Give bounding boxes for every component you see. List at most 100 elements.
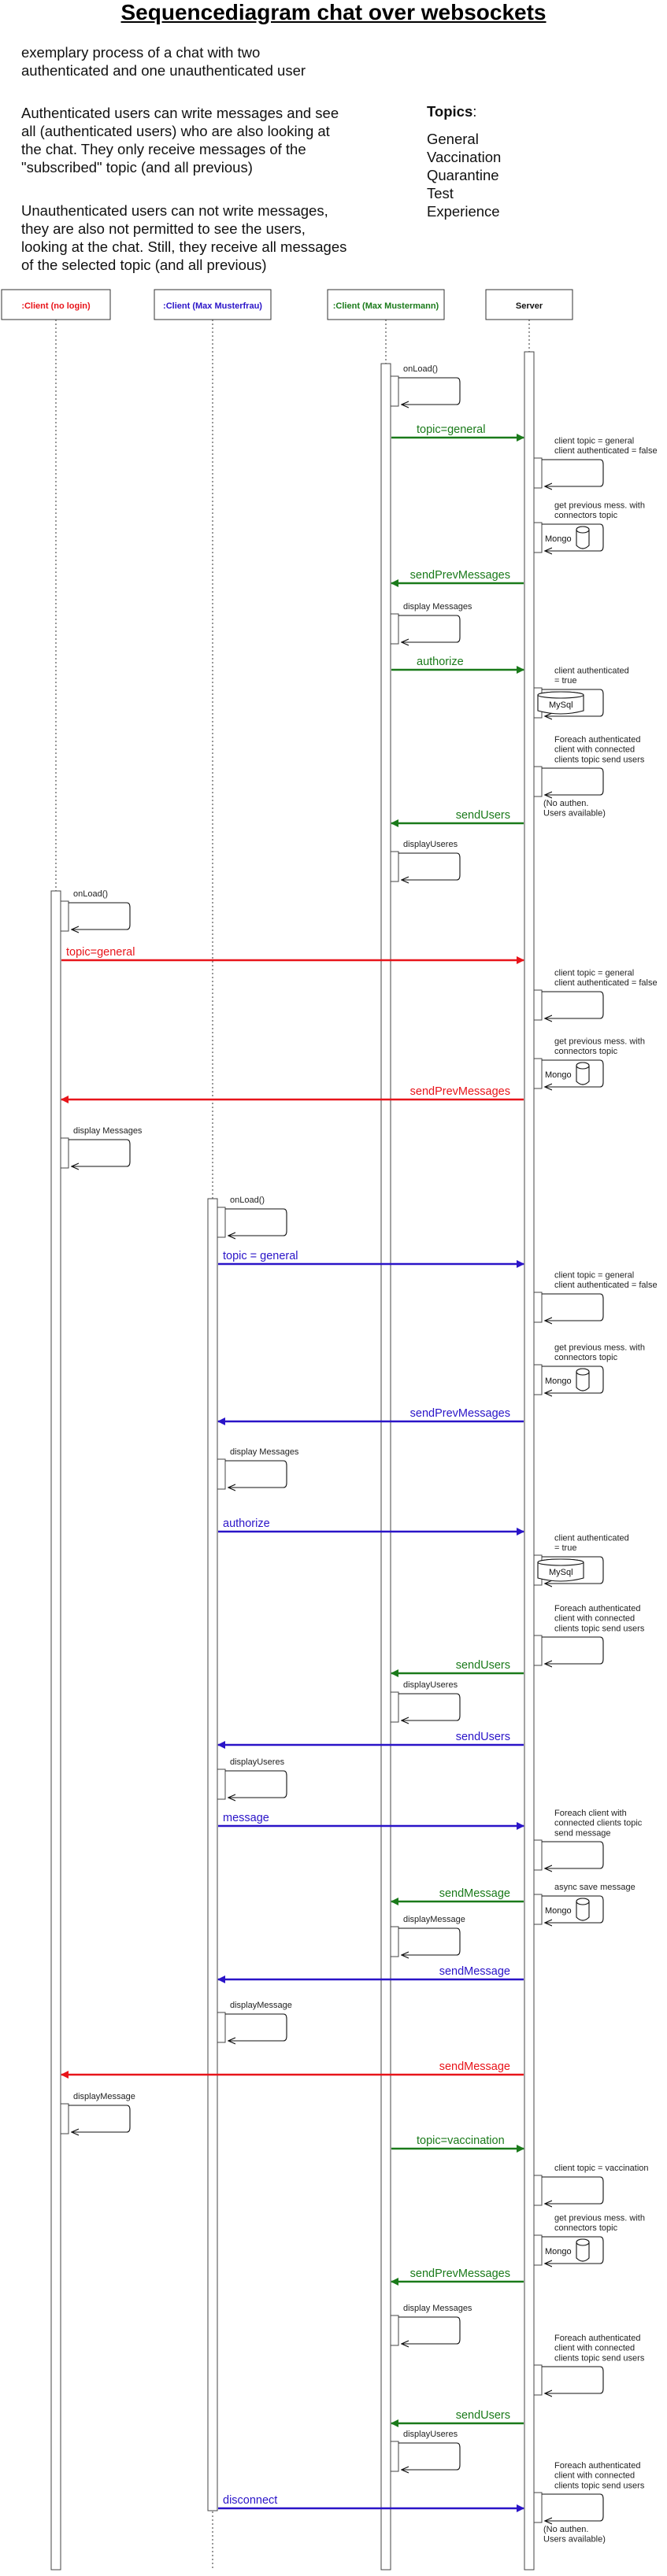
intro-paragraph-2: Authenticated users can write messages a… <box>21 105 339 176</box>
self-activation <box>390 375 399 407</box>
self-activation <box>217 1207 226 1238</box>
self-call-label: display Messages <box>230 1447 299 1457</box>
message-label: sendUsers <box>456 1731 510 1743</box>
db-label: Mongo <box>545 1070 572 1080</box>
self-call-arrow <box>542 1841 604 1868</box>
self-call-arrow <box>69 2105 131 2132</box>
self-activation <box>60 2103 69 2134</box>
activation-bar <box>207 1198 218 2511</box>
self-call-label: display Messages <box>403 2304 472 2313</box>
db-label: MySql <box>549 1568 573 1577</box>
self-activation <box>390 1691 399 1723</box>
self-call-arrow <box>225 1460 287 1488</box>
db-label: Mongo <box>545 1906 572 1916</box>
self-call-arrow <box>542 1636 604 1664</box>
participant-label: Server <box>516 301 543 311</box>
self-activation <box>390 613 399 645</box>
self-call-label: client topic = vaccination <box>554 2164 649 2173</box>
participant-box <box>1 289 111 320</box>
self-activation <box>533 1058 543 1089</box>
self-call-label: client authenticated= true <box>554 667 629 686</box>
self-call-label: displayUseres <box>403 840 458 849</box>
database-icon <box>576 1902 590 1921</box>
database-icon <box>576 1066 590 1085</box>
self-call-label: displayUseres <box>230 1757 285 1767</box>
topic-item: Experience <box>427 203 500 220</box>
self-call-label: displayUseres <box>403 2430 458 2439</box>
message-label: topic=general <box>66 946 135 959</box>
topic-item: Test <box>427 185 454 201</box>
self-call-arrow <box>398 2316 461 2344</box>
self-call-arrow <box>398 1927 461 1955</box>
self-call-label: onLoad() <box>230 1196 265 1205</box>
activation-bar <box>380 363 391 2570</box>
self-call-label: onLoad() <box>73 889 108 899</box>
db-label: Mongo <box>545 2247 572 2256</box>
self-call-arrow <box>225 1208 287 1236</box>
database-icon <box>537 1562 584 1582</box>
participant-label: :Client (Max Mustermann) <box>333 301 439 311</box>
message-label: sendPrevMessages <box>410 569 510 582</box>
database-icon <box>537 695 584 715</box>
topic-item: Quarantine <box>427 167 499 183</box>
self-activation <box>533 766 543 797</box>
intro-paragraph-1: exemplary process of a chat with two aut… <box>21 44 306 79</box>
self-call-label: displayMessage <box>73 2092 135 2101</box>
self-activation <box>390 2441 399 2472</box>
intro-paragraph-3: Unauthenticated users can not write mess… <box>21 202 347 273</box>
self-activation <box>217 1768 226 1800</box>
participant-box <box>327 289 445 320</box>
self-activation <box>533 2175 543 2206</box>
self-activation <box>390 2315 399 2346</box>
self-activation <box>533 1894 543 1925</box>
database-icon <box>576 530 590 549</box>
self-call-arrow <box>542 2493 604 2521</box>
self-activation <box>60 1137 69 1169</box>
self-call-arrow <box>398 2442 461 2470</box>
participant-box <box>154 289 272 320</box>
self-activation <box>533 457 543 489</box>
self-call-arrow <box>542 2236 604 2264</box>
self-call-arrow <box>542 2176 604 2204</box>
database-icon <box>576 526 590 534</box>
message-label: authorize <box>223 1517 270 1530</box>
activation-bar <box>50 890 61 2570</box>
self-call-arrow <box>542 767 604 795</box>
message-label: sendUsers <box>456 809 510 822</box>
self-activation <box>533 2234 543 2266</box>
participant-label: :Client (no login) <box>21 301 91 311</box>
self-call-label: client authenticated= true <box>554 1534 629 1554</box>
self-call-arrow <box>542 459 604 486</box>
db-label: MySql <box>549 700 573 710</box>
self-call-label: display Messages <box>403 602 472 612</box>
self-call-arrow <box>542 991 604 1018</box>
self-activation <box>533 2492 543 2523</box>
self-call-arrow <box>542 523 604 551</box>
message-label: authorize <box>417 656 464 668</box>
message-label: message <box>223 1812 269 1824</box>
self-activation <box>533 1635 543 1666</box>
activation-bar <box>524 351 535 2570</box>
self-call-arrow <box>398 615 461 642</box>
self-activation <box>390 851 399 882</box>
message-label: topic=general <box>417 423 485 436</box>
database-icon <box>576 1372 590 1391</box>
self-call-arrow <box>398 377 461 405</box>
self-call-label: onLoad() <box>403 364 438 374</box>
topic-item: General <box>427 131 479 147</box>
message-label: sendMessage <box>439 1965 510 1978</box>
self-call-arrow <box>398 852 461 880</box>
self-call-arrow <box>225 2013 287 2041</box>
self-activation <box>533 989 543 1021</box>
self-call-arrow <box>542 1366 604 1393</box>
message-label: sendPrevMessages <box>410 1085 510 1098</box>
topics-heading: Topics <box>427 103 473 120</box>
message-label: sendMessage <box>439 1887 510 1900</box>
self-call-label: displayUseres <box>403 1680 458 1690</box>
